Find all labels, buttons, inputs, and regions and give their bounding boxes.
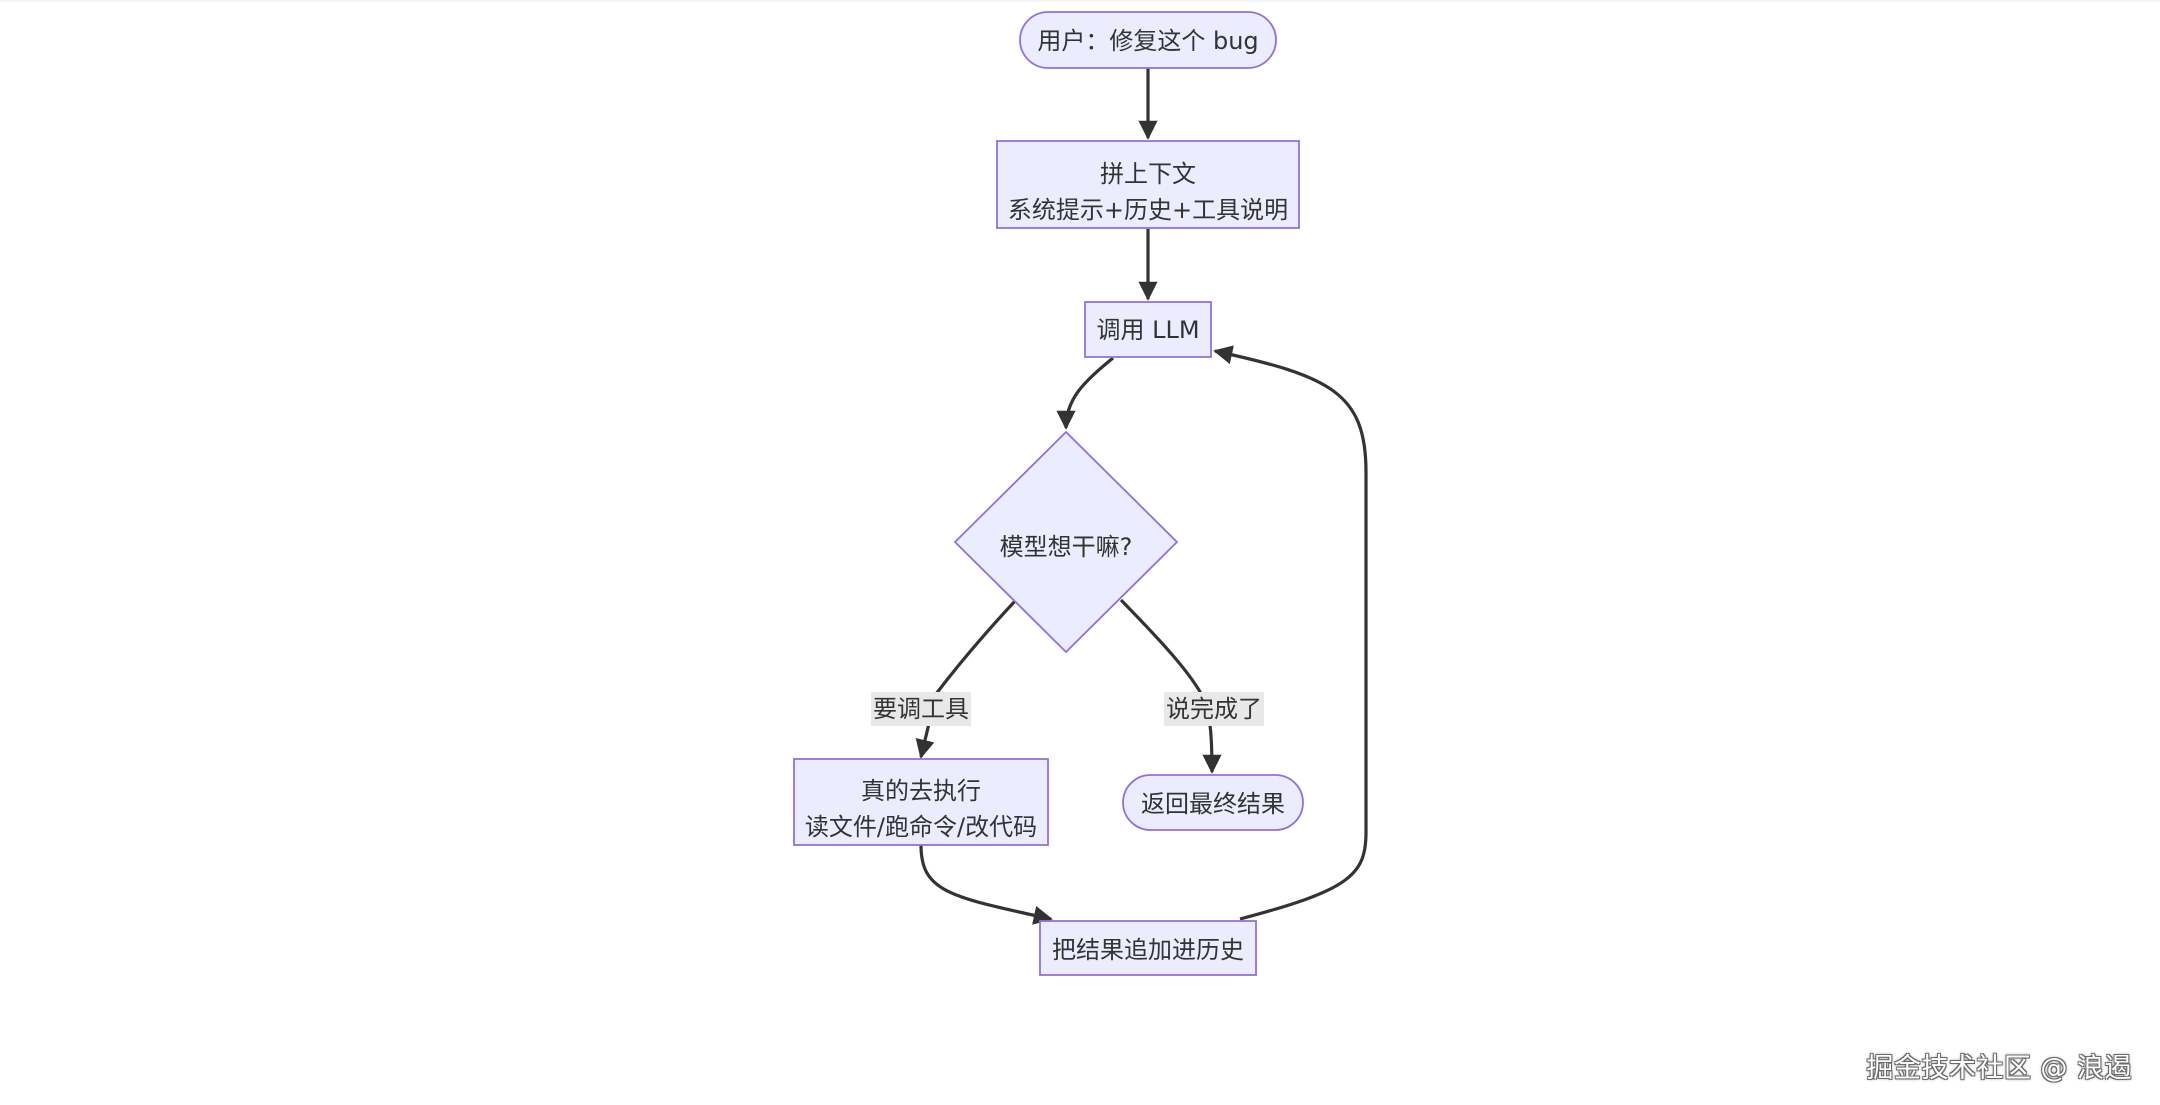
execute-node-title: 真的去执行 [861,777,981,805]
final-result-node-label: 返回最终结果 [1141,790,1285,818]
final-result-node: 返回最终结果 [1122,774,1304,831]
decision-node: 模型想干嘛? [953,430,1179,654]
execute-node: 真的去执行 读文件/跑命令/改代码 [793,758,1049,846]
edge-append-to-llm [1213,345,1368,921]
watermark: 掘金技术社区 @ 浪遏 [1866,1053,2132,1084]
append-history-node-label: 把结果追加进历史 [1052,936,1244,964]
execute-node-detail: 读文件/跑命令/改代码 [805,813,1037,841]
append-history-node: 把结果追加进历史 [1039,920,1257,976]
context-node: 拼上下文 系统提示+历史+工具说明 [996,140,1300,229]
call-llm-node: 调用 LLM [1084,301,1212,358]
edge-label-done-bg [1164,692,1264,726]
edge-label-done: 说完成了 [1166,695,1262,723]
edge-label-use-tool: 要调工具 [873,695,969,723]
edge-execute-to-append [919,844,1053,925]
edge-decision-to-final [1119,598,1222,774]
start-node-label: 用户：修复这个 bug [1037,27,1258,55]
context-node-title: 拼上下文 [1100,160,1196,188]
edge-decision-to-execute [915,598,1018,759]
decision-node-label: 模型想干嘛? [1000,533,1133,561]
edge-label-use-tool-bg [871,692,971,726]
call-llm-node-label: 调用 LLM [1096,316,1199,344]
context-node-detail: 系统提示+历史+工具说明 [1008,196,1288,224]
edge-llm-to-decision [1056,356,1115,430]
start-node: 用户：修复这个 bug [1019,11,1277,69]
